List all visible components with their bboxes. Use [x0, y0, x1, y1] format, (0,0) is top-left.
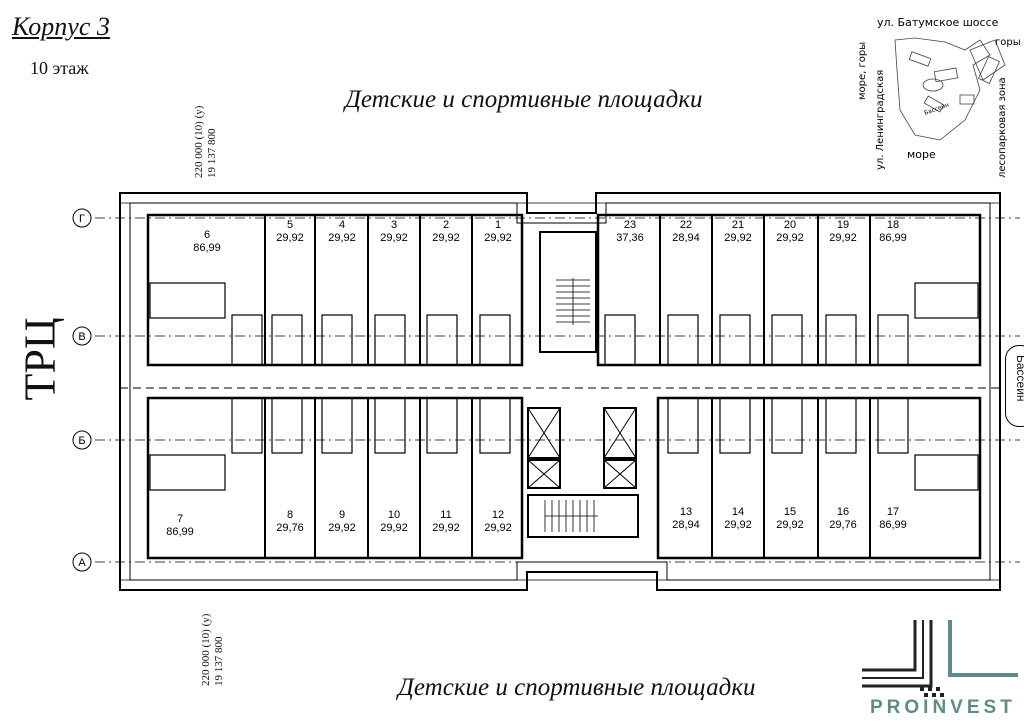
unit-area: 29,92	[432, 522, 460, 534]
unit-number: 19	[837, 219, 849, 231]
unit-area: 28,94	[672, 232, 700, 244]
location-minimap: ул. Батумское шоссе горы море, горы ул. …	[857, 16, 1020, 178]
unit-number: 12	[492, 509, 504, 521]
minimap-pool: Бассейн	[923, 101, 950, 116]
axis-label-b: Б	[78, 435, 85, 447]
unit-number: 4	[339, 219, 345, 231]
top-caption: Детские и спортивные площадки	[345, 86, 703, 113]
unit-number: 5	[287, 219, 293, 231]
unit-number: 17	[887, 506, 899, 518]
minimap-street-top: ул. Батумское шоссе	[877, 16, 999, 29]
minimap-forest: лесопарковая зона	[997, 77, 1008, 178]
unit-number: 20	[784, 219, 796, 231]
axis-label-v: В	[78, 331, 85, 343]
unit-number: 1	[495, 219, 501, 231]
unit-number: 23	[624, 219, 636, 231]
unit-number: 13	[680, 506, 692, 518]
unit-area: 29,92	[432, 232, 460, 244]
unit-area: 29,92	[776, 232, 804, 244]
unit-area: 29,92	[380, 232, 408, 244]
unit-area: 29,92	[724, 519, 752, 531]
unit-number: 10	[388, 509, 400, 521]
minimap-sea: море	[907, 148, 936, 161]
unit-area: 29,92	[328, 232, 356, 244]
unit-area: 29,92	[276, 232, 304, 244]
axis-label-g: Г	[79, 213, 85, 225]
brand-name: PROINVEST	[870, 697, 1016, 718]
outer-wall	[119, 192, 1001, 591]
unit-area: 86,99	[193, 242, 221, 254]
axis-label-a: А	[78, 557, 86, 569]
bottom-caption: Детские и спортивные площадки	[398, 674, 756, 701]
unit-area: 29,92	[484, 232, 512, 244]
proinvest-logo	[862, 620, 1018, 697]
unit-number: 9	[339, 509, 345, 521]
unit-area: 86,99	[166, 526, 194, 538]
unit-number: 8	[287, 509, 293, 521]
unit-number: 6	[204, 229, 210, 241]
unit-number: 2	[443, 219, 449, 231]
unit-area: 29,92	[829, 232, 857, 244]
unit-number: 7	[177, 513, 183, 525]
unit-area: 37,36	[616, 232, 644, 244]
unit-number: 14	[732, 506, 744, 518]
pool-tag	[1005, 345, 1024, 427]
unit-area: 29,76	[276, 522, 304, 534]
building-title: Корпус 3	[12, 12, 110, 41]
minimap-mountains: горы	[995, 37, 1020, 48]
floor-label: 10 этаж	[30, 58, 89, 78]
minimap-sea-mountains: море, горы	[857, 42, 868, 100]
unit-number: 15	[784, 506, 796, 518]
unit-number: 11	[440, 509, 451, 521]
unit-area: 86,99	[879, 519, 907, 531]
unit-area: 29,92	[328, 522, 356, 534]
unit-area: 86,99	[879, 232, 907, 244]
unit-number: 16	[837, 506, 849, 518]
unit-area: 29,92	[724, 232, 752, 244]
unit-number: 21	[732, 219, 744, 231]
unit-area: 28,94	[672, 519, 700, 531]
unit-area: 29,76	[829, 519, 857, 531]
pool-label: Бассейн	[1014, 355, 1024, 402]
unit-number: 22	[680, 219, 692, 231]
unit-area: 29,92	[484, 522, 512, 534]
unit-area: 29,92	[380, 522, 408, 534]
unit-number: 18	[887, 219, 899, 231]
unit-area: 29,92	[776, 519, 804, 531]
minimap-street-left: ул. Ленинградская	[875, 70, 886, 170]
unit-number: 3	[391, 219, 397, 231]
